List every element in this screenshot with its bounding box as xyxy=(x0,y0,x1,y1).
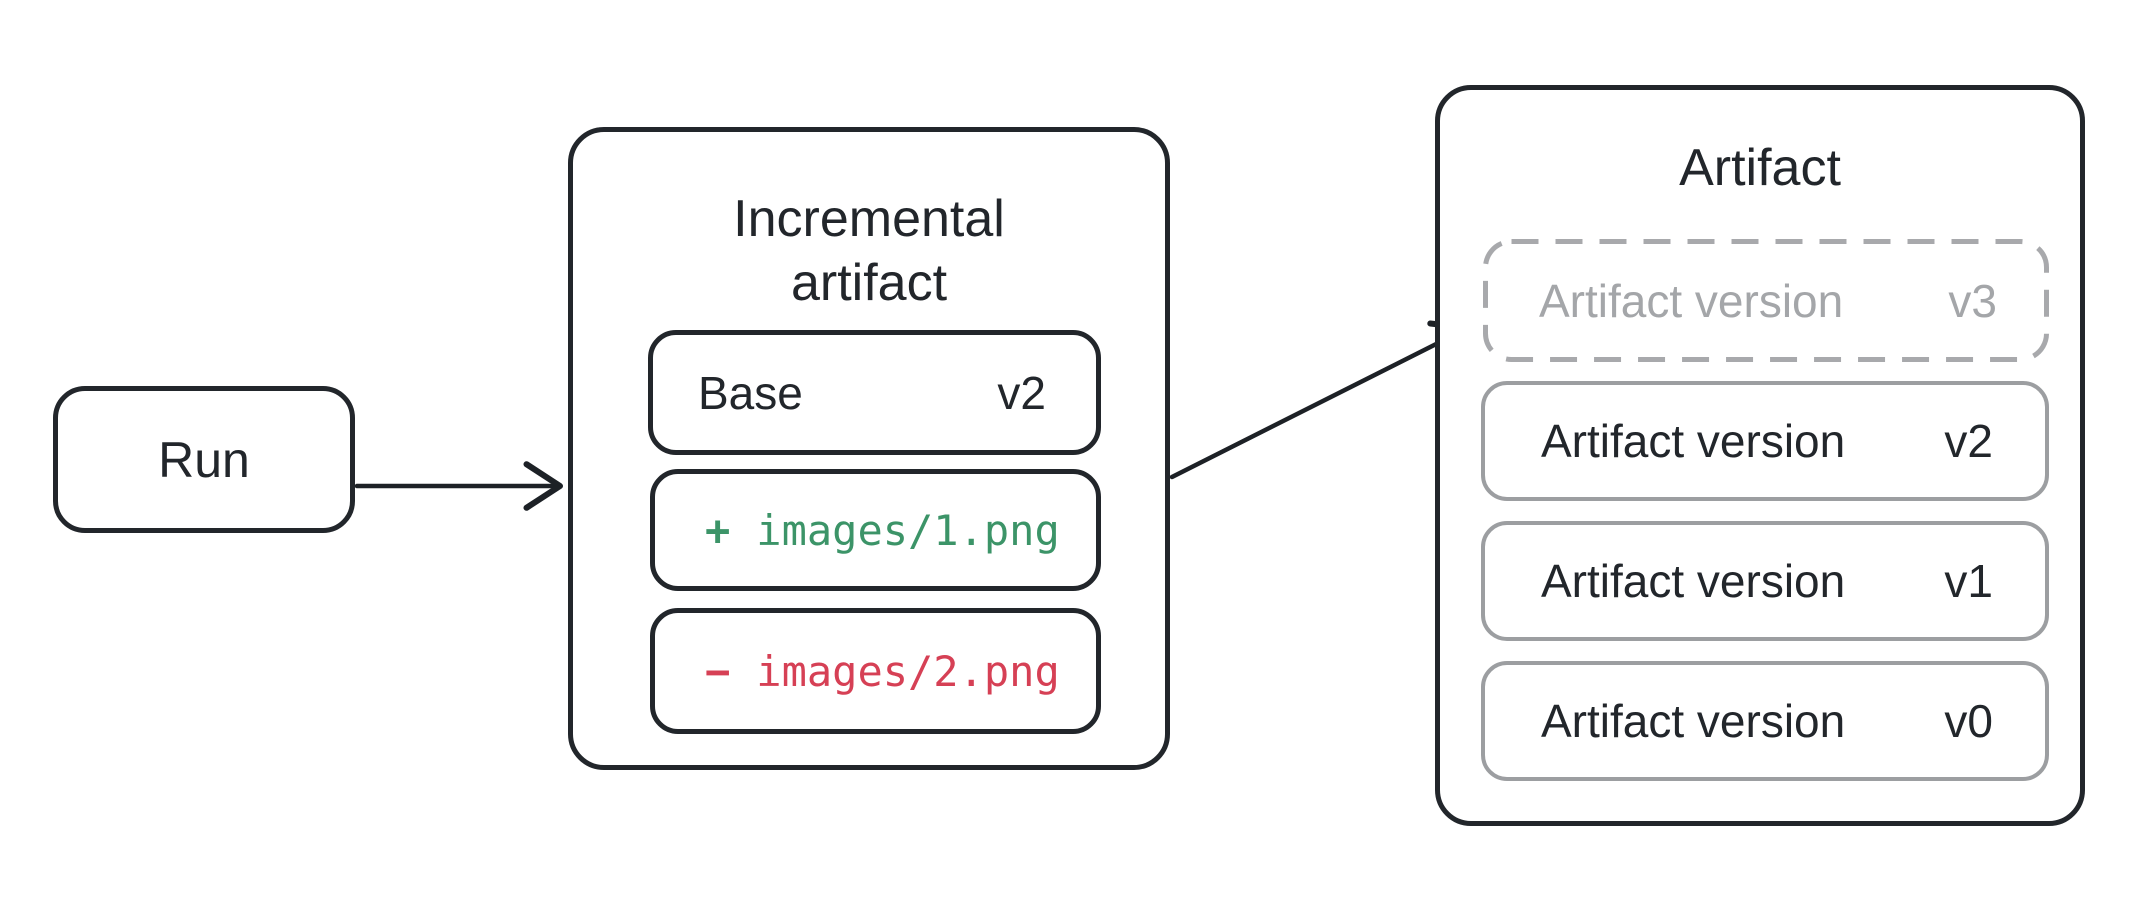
artifact-version-label: Artifact version xyxy=(1539,274,1844,327)
base-version-badge: v2 xyxy=(997,366,1046,419)
base-version-row: Base v2 xyxy=(648,330,1101,455)
incremental-artifact-node: Incremental artifact Base v2 + images/1.… xyxy=(568,127,1170,770)
artifact-version-badge: v3 xyxy=(1948,274,1997,327)
run-node: Run xyxy=(53,386,355,533)
artifact-version-row: Artifact version v0 xyxy=(1481,661,2049,781)
run-node-label: Run xyxy=(158,431,250,488)
artifact-version-label: Artifact version xyxy=(1541,415,1846,467)
artifact-version-badge: v2 xyxy=(1944,415,1993,467)
plus-icon: + xyxy=(705,505,731,555)
artifact-version-label: Artifact version xyxy=(1541,695,1846,747)
artifact-version-badge: v1 xyxy=(1944,555,1993,607)
removed-file-row: − images/2.png xyxy=(650,608,1101,734)
incremental-artifact-title: Incremental artifact xyxy=(573,187,1165,315)
arrow-incremental-to-artifact xyxy=(1169,320,1473,480)
arrow-run-to-incremental xyxy=(354,461,563,511)
added-file-row: + images/1.png xyxy=(650,469,1101,591)
minus-icon: − xyxy=(705,646,731,696)
removed-file-path: images/2.png xyxy=(756,646,1060,696)
base-label: Base xyxy=(698,366,803,419)
artifact-version-row: Artifact version v2 xyxy=(1481,381,2049,501)
artifact-version-row-pending: Artifact version v3 xyxy=(1483,239,2049,362)
artifact-version-badge: v0 xyxy=(1944,695,1993,747)
artifact-version-row: Artifact version v1 xyxy=(1481,521,2049,641)
artifact-node: Artifact Artifact version v3 Artifact ve… xyxy=(1435,85,2085,826)
added-file-path: images/1.png xyxy=(756,505,1060,555)
artifact-version-label: Artifact version xyxy=(1541,555,1846,607)
artifact-title: Artifact xyxy=(1679,139,1841,197)
incremental-artifact-title-line2: artifact xyxy=(790,254,948,312)
incremental-artifact-title-line1: Incremental xyxy=(733,190,1005,248)
